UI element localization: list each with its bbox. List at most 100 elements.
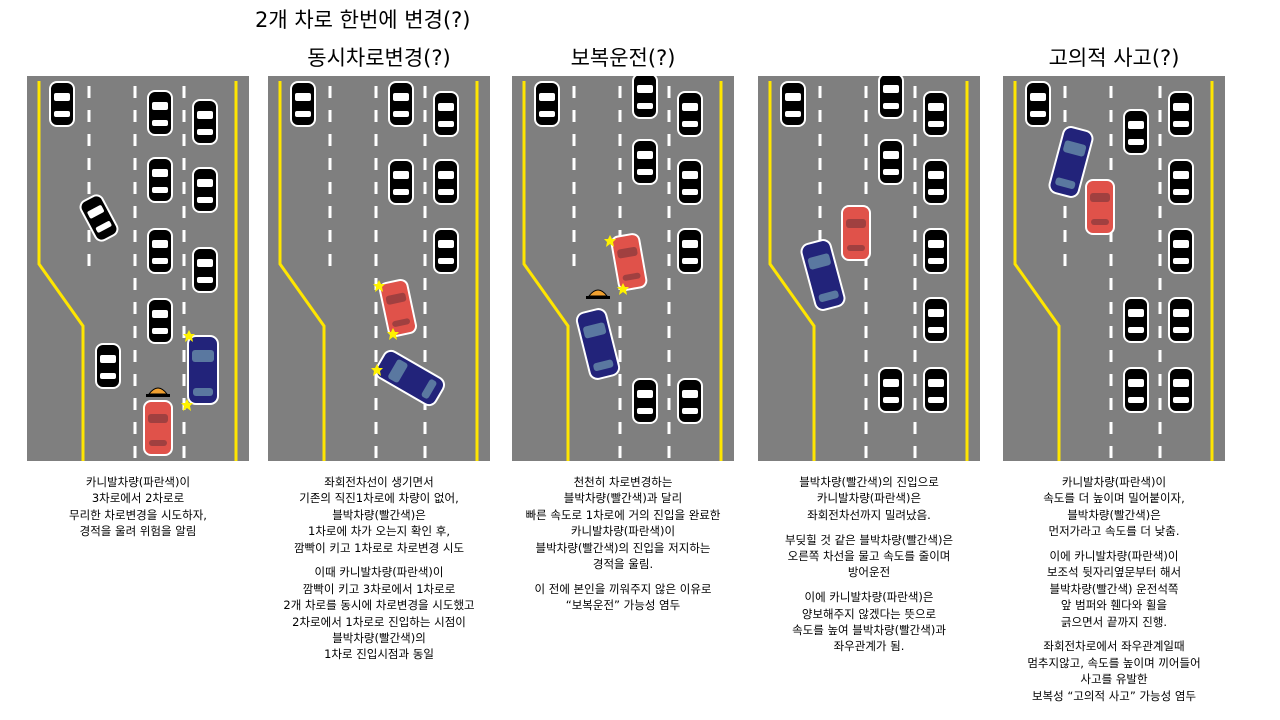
main-title: 2개 차로 한번에 변경(?)	[255, 8, 471, 32]
center-yellow-line	[37, 81, 85, 461]
car-black	[677, 91, 703, 137]
description-line: 속도를 높여 블박차량(빨간색)과	[792, 623, 946, 638]
car-blue	[1048, 126, 1094, 198]
description-line: 좌우관계가 됨.	[833, 639, 905, 654]
car-blue	[575, 308, 621, 380]
car-black	[923, 159, 949, 205]
car-black	[1168, 367, 1194, 413]
car-red	[143, 400, 173, 456]
car-black	[192, 99, 218, 145]
description-line: 보조석 뒷자리옆문부터 해서	[1046, 565, 1182, 580]
car-black	[147, 298, 173, 344]
center-yellow-line	[768, 81, 816, 461]
car-blue	[800, 239, 846, 311]
car-black	[1168, 159, 1194, 205]
road-panel-3	[512, 76, 734, 461]
description-line: 3차로에서 2차로로	[91, 491, 185, 506]
center-yellow-line	[1013, 81, 1061, 461]
road-panel-5	[1003, 76, 1225, 461]
description-line: 오른쪽 차선을 물고 속도를 줄이며	[787, 549, 951, 564]
description-line: 빠른 속도로 1차로에 거의 진입을 완료한	[525, 507, 721, 522]
car-red	[1085, 179, 1115, 235]
car-red	[841, 205, 871, 261]
flash-icon	[373, 280, 385, 292]
road-diagram-2	[268, 76, 490, 461]
description-line: 블박차량(빨간색)과 달리	[563, 491, 683, 506]
description-line: 블박차량(빨간색)의 진입으로	[799, 475, 939, 489]
car-black	[147, 228, 173, 274]
description-line: 이에 카니발차량(파란색)이	[1049, 549, 1179, 564]
horn-siren-icon	[146, 387, 170, 397]
description-line: 카니발차량(파란색)이	[85, 475, 191, 489]
car-black	[923, 367, 949, 413]
car-black	[388, 81, 414, 127]
flash-icon	[617, 283, 629, 295]
car-blue	[187, 335, 219, 405]
description-line: 긁으면서 끝까지 진행.	[1060, 614, 1168, 629]
description-line: 이에 카니발차량(파란색)은	[804, 590, 934, 605]
description-line: 2개 차로를 동시에 차로변경을 시도했고	[283, 598, 475, 613]
description-line: “보복운전” 가능성 염두	[565, 598, 681, 613]
car-black	[49, 81, 75, 127]
road-diagram-5	[1003, 76, 1225, 461]
car-black	[632, 76, 658, 119]
car-black	[192, 167, 218, 213]
car-black	[878, 139, 904, 185]
description-line: 보복성 “고의적 사고” 가능성 염두	[1031, 688, 1197, 703]
car-black	[433, 228, 459, 274]
flash-icon	[371, 364, 383, 376]
description-line: 블박차량(빨간색)의 진입을 저지하는	[535, 540, 711, 555]
description-line: 양보해주지 않겠다는 뜻으로	[801, 606, 937, 621]
car-black	[290, 81, 316, 127]
car-black	[1123, 109, 1149, 155]
description-line: 블박차량(빨간색)은	[332, 507, 426, 522]
car-black	[1168, 228, 1194, 274]
description-line: 천천히 차로변경하는	[573, 475, 673, 489]
description-line: 경적을 울려 위험을 알림	[79, 524, 197, 539]
description-line: 깜빡이 키고 3차로에서 1차로로	[302, 581, 456, 596]
car-black	[1168, 297, 1194, 343]
car-black	[677, 378, 703, 424]
car-black	[1123, 297, 1149, 343]
description-line: 방어운전	[847, 565, 891, 580]
description-line: 먼저가라고 속도를 더 낮춤.	[1048, 524, 1180, 539]
description-line: 속도를 더 높이며 밀어붙이자,	[1043, 491, 1185, 506]
car-black	[79, 194, 119, 242]
center-yellow-line	[522, 81, 570, 461]
description-line: 기존의 직진1차로에 차량이 없어,	[299, 491, 459, 506]
panel-title-5: 고의적 사고(?)	[1048, 46, 1180, 70]
description-line: 깜빡이 키고 1차로로 차로변경 시도	[293, 540, 465, 555]
car-black	[388, 159, 414, 205]
car-black	[534, 81, 560, 127]
car-black	[677, 159, 703, 205]
car-black	[780, 81, 806, 127]
panel-title-2: 동시차로변경(?)	[307, 46, 451, 70]
road-panel-2	[268, 76, 490, 461]
road-panel-4	[758, 76, 980, 461]
description-line: 앞 범퍼와 휀다와 휠을	[1060, 598, 1168, 613]
description-line: 1차로 진입시점과 동일	[324, 647, 434, 662]
car-blue	[374, 349, 446, 407]
car-red	[610, 233, 648, 291]
description-line: 경적을 울림.	[592, 557, 654, 572]
description-line: 멈추지않고, 속도를 높이며 끼어들어	[1027, 655, 1201, 670]
description-line: 카니발차량(파란색)은	[816, 491, 922, 506]
car-red	[378, 278, 418, 338]
description-line: 부딪힐 것 같은 블박차량(빨간색)은	[784, 532, 954, 547]
description-line: 1차로에 차가 오는지 확인 후,	[308, 524, 450, 539]
car-black	[632, 378, 658, 424]
description-line: 무리한 차로변경을 시도하자,	[69, 507, 207, 522]
description-line: 좌회전차로에서 좌우관계일때	[1043, 639, 1185, 654]
car-black	[95, 343, 121, 389]
car-black	[1025, 81, 1051, 127]
road-diagram-4	[758, 76, 980, 461]
car-black	[1123, 367, 1149, 413]
car-black	[632, 139, 658, 185]
description-line: 이때 카니발차량(파란색)이	[314, 565, 444, 580]
road-diagram-1	[27, 76, 249, 461]
car-black	[677, 228, 703, 274]
car-black	[433, 159, 459, 205]
flash-icon	[181, 399, 193, 411]
